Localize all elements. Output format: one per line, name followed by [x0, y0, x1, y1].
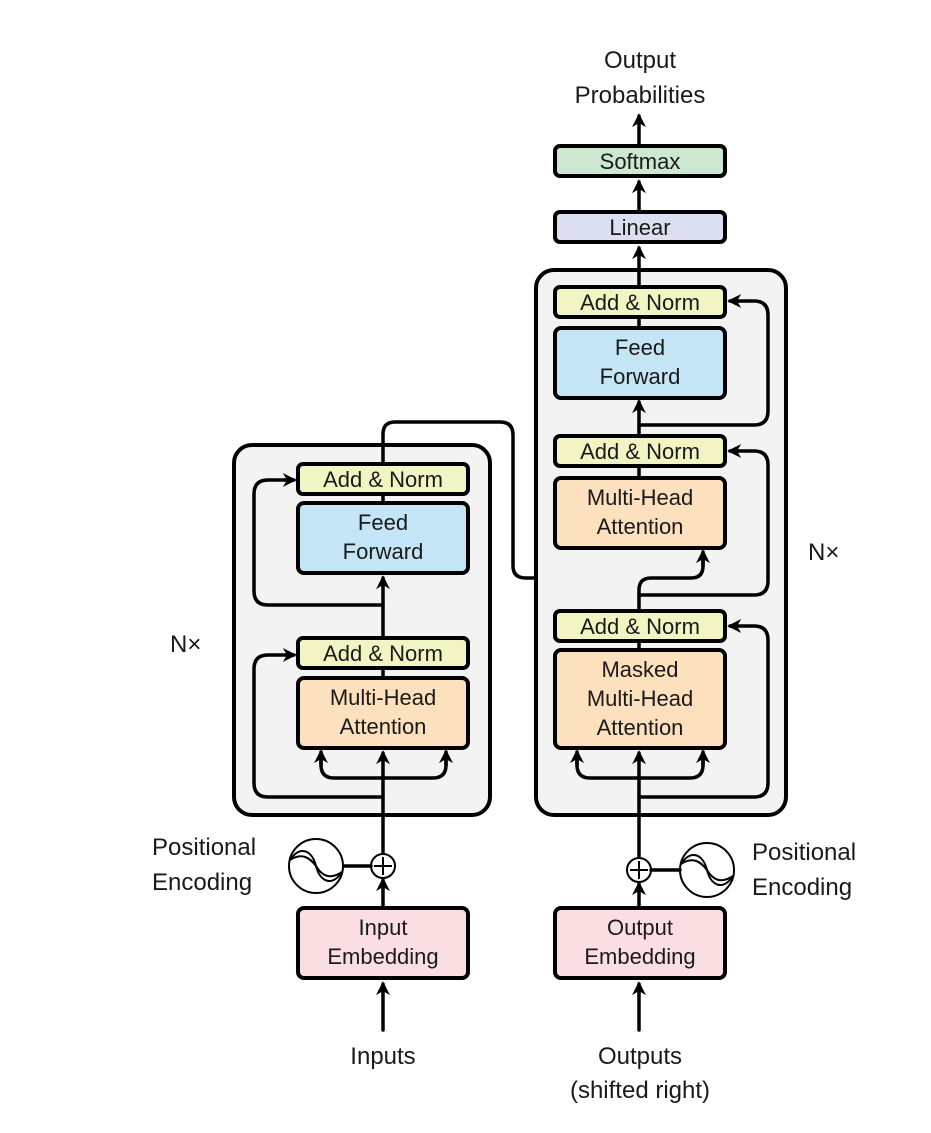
decoder: Add & Norm Feed Forward Add & Norm Multi…: [534, 113, 856, 1104]
decoder-cross-attn-label-1: Multi-Head: [587, 485, 693, 510]
decoder-add-norm-middle-label: Add & Norm: [580, 439, 700, 464]
encoder-pe-label-1: Positional: [152, 834, 256, 861]
decoder-add-norm-bottom: [553, 609, 727, 643]
decoder-residual-2: [637, 444, 770, 597]
output-probabilities-label-1: Output: [604, 47, 676, 74]
decoder-masked-label-2: Multi-Head: [587, 686, 693, 711]
decoder-sine-wave-icon: [679, 842, 735, 898]
decoder-ff-label-1: Feed: [615, 335, 665, 360]
decoder-masked-fork: [575, 756, 705, 780]
encoder-add-norm-top-label: Add & Norm: [323, 467, 443, 492]
outputs-label-1: Outputs: [598, 1043, 682, 1070]
encoder-ff-label-1: Feed: [358, 510, 408, 535]
decoder-add-norm-top-label: Add & Norm: [580, 290, 700, 315]
decoder-residual-1: [637, 619, 770, 799]
encoder-add-norm-bottom: [296, 636, 470, 670]
encoder-add-norm-top: [296, 462, 470, 496]
encoder-repeat-label: N×: [170, 631, 201, 658]
encoder-feed-forward: [296, 501, 470, 575]
output-head: Linear Softmax Output Probabilities: [553, 47, 727, 244]
decoder-add-norm-top: [553, 285, 727, 319]
encoder-attn-label-2: Attention: [340, 714, 427, 739]
decoder-pe-label-2: Encoding: [752, 874, 852, 901]
encoder-pe-label-2: Encoding: [152, 869, 252, 896]
softmax-layer: [553, 144, 727, 178]
inputs-label: Inputs: [350, 1043, 415, 1070]
input-embedding: [296, 906, 470, 980]
decoder-masked-label-3: Attention: [597, 715, 684, 740]
input-embedding-label-1: Input: [359, 915, 408, 940]
decoder-feed-forward: [553, 326, 727, 400]
encoder-attention-fork: [319, 756, 448, 780]
decoder-add-norm-middle: [553, 434, 727, 468]
decoder-query-wire: [637, 553, 705, 613]
output-probabilities-label-2: Probabilities: [575, 82, 706, 109]
outputs-label-2: (shifted right): [570, 1077, 710, 1104]
encoder-stack-frame: [232, 443, 492, 817]
decoder-add-norm-bottom-label: Add & Norm: [580, 614, 700, 639]
softmax-label: Softmax: [600, 149, 681, 174]
output-embedding-label-2: Embedding: [584, 944, 695, 969]
decoder-residual-3: [637, 294, 770, 427]
encoder-add-norm-bottom-label: Add & Norm: [323, 641, 443, 666]
input-embedding-label-2: Embedding: [327, 944, 438, 969]
encoder-attn-label-1: Multi-Head: [330, 685, 436, 710]
encoder-ff-label-2: Forward: [343, 539, 424, 564]
decoder-masked-attention: [553, 648, 727, 750]
linear-layer: [553, 210, 727, 244]
encoder-multi-head-attention: [296, 676, 470, 750]
decoder-cross-attn-label-2: Attention: [597, 514, 684, 539]
linear-label: Linear: [609, 215, 670, 240]
encoder-residual-1: [252, 648, 385, 799]
decoder-pe-label-1: Positional: [752, 839, 856, 866]
output-embedding: [553, 906, 727, 980]
encoder-sine-wave-icon: [288, 838, 344, 894]
decoder-masked-label-1: Masked: [601, 657, 678, 682]
encoder-residual-2: [252, 473, 385, 607]
output-embedding-label-1: Output: [607, 915, 673, 940]
encoder: Add & Norm Feed Forward Add & Norm Multi…: [152, 420, 646, 1070]
decoder-ff-label-2: Forward: [600, 364, 681, 389]
decoder-repeat-label: N×: [808, 539, 839, 566]
decoder-cross-attention: [553, 476, 727, 550]
